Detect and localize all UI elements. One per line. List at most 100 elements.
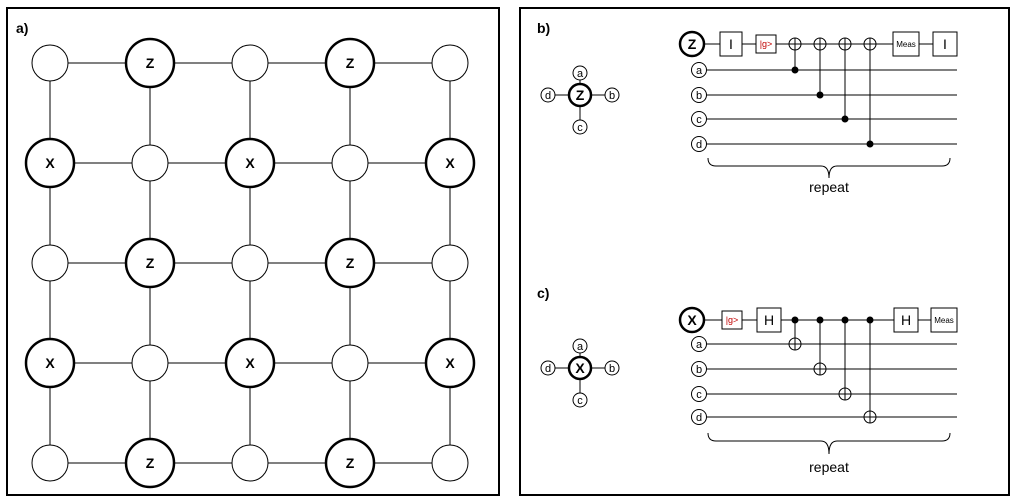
- stabilizer-label: Z: [346, 55, 355, 71]
- lattice-nodes: Z Z X X X Z Z X X X Z Z: [24, 37, 476, 489]
- x-stabilizer-node: [224, 137, 276, 189]
- repeat-brace: [707, 157, 951, 179]
- panel-c-label: c): [537, 285, 549, 301]
- ancilla-qubit-label: X: [687, 312, 697, 328]
- plaquette-qubit-top: [572, 65, 588, 81]
- panel-a: a) Z Z X X X Z Z X X X Z Z: [16, 20, 476, 489]
- ground-state-prep: [755, 34, 777, 54]
- data-qubit: [691, 111, 707, 127]
- x-stabilizer-node: [224, 337, 276, 389]
- plaquette-qubit-left: [540, 360, 556, 376]
- data-qubit-label: c: [696, 114, 702, 126]
- plaquette-qubit-left: [540, 87, 556, 103]
- plaquette-ancilla: [567, 355, 593, 381]
- data-qubit: [691, 62, 707, 78]
- data-qubit-node: [431, 444, 469, 482]
- cnot-control: [841, 316, 849, 324]
- data-qubit-node: [131, 344, 169, 382]
- data-qubit: [691, 409, 707, 425]
- plaquette-qubit-top: [572, 338, 588, 354]
- data-qubit: [691, 336, 707, 352]
- hadamard-gate-final: [893, 307, 919, 333]
- plaquette-qubit-bottom: [572, 119, 588, 135]
- plaquette-ancilla-label: X: [575, 360, 585, 376]
- stabilizer-label: X: [245, 355, 255, 371]
- cnot-control: [816, 91, 824, 99]
- plaquette-qubit-label: d: [545, 363, 551, 375]
- data-qubit-node: [31, 44, 69, 82]
- plaquette-qubit-label: b: [609, 363, 615, 375]
- data-qubit: [691, 361, 707, 377]
- data-qubit-node: [31, 444, 69, 482]
- measure-gate: [930, 307, 958, 333]
- stabilizer-label: X: [245, 155, 255, 171]
- data-qubit-label: a: [696, 65, 703, 77]
- data-qubit-node: [231, 44, 269, 82]
- data-qubit-label: b: [696, 364, 702, 376]
- cnot-control: [791, 66, 799, 74]
- plaquette-qubit-right: [604, 360, 620, 376]
- hadamard-gate-label: H: [764, 312, 774, 328]
- cnot-control: [866, 140, 874, 148]
- stabilizer-label: X: [45, 155, 55, 171]
- data-qubit-node: [31, 244, 69, 282]
- z-stabilizer-node: [324, 37, 376, 89]
- identity-gate-final: [932, 31, 958, 57]
- plaquette-qubit-label: a: [577, 341, 584, 353]
- data-qubit-node: [431, 244, 469, 282]
- identity-gate: [719, 31, 743, 57]
- z-stabilizer-node: [124, 37, 176, 89]
- data-qubit-node: [231, 444, 269, 482]
- plaquette-qubit-label: d: [545, 90, 551, 102]
- hadamard-gate: [756, 307, 782, 333]
- repeat-label: repeat: [809, 459, 849, 475]
- z-plaquette: Za b c d: [540, 65, 620, 135]
- x-stabilizer-node: [424, 337, 476, 389]
- z-stabilizer-node: [324, 237, 376, 289]
- data-qubit: [691, 87, 707, 103]
- z-stabilizer-node: [124, 437, 176, 489]
- plaquette-qubit-label: a: [577, 68, 584, 80]
- data-qubit-node: [331, 144, 369, 182]
- stabilizer-label: Z: [146, 55, 155, 71]
- stabilizer-label: X: [445, 155, 455, 171]
- data-qubit-label: b: [696, 90, 702, 102]
- stabilizer-label: Z: [146, 255, 155, 271]
- measure-gate-label: Meas: [934, 316, 954, 325]
- data-qubit-node: [431, 44, 469, 82]
- plaquette-ancilla-label: Z: [576, 87, 585, 103]
- stabilizer-label: X: [45, 355, 55, 371]
- data-qubit-label: c: [696, 389, 702, 401]
- panel-b-label: b): [537, 20, 550, 36]
- plaquette-qubit-label: b: [609, 90, 615, 102]
- stabilizer-label: X: [445, 355, 455, 371]
- x-stabilizer-node: [424, 137, 476, 189]
- data-qubit-label: d: [696, 412, 702, 424]
- stabilizer-label: Z: [346, 455, 355, 471]
- data-qubit-node: [231, 244, 269, 282]
- z-stabilizer-node: [324, 437, 376, 489]
- data-qubit-label: d: [696, 139, 702, 151]
- x-stabilizer-node: [24, 137, 76, 189]
- plaquette-qubit-label: c: [577, 122, 583, 134]
- plaquette-ancilla: [567, 82, 593, 108]
- cnot-control: [791, 316, 799, 324]
- panel-a-label: a): [16, 20, 28, 36]
- data-qubit-node: [131, 144, 169, 182]
- data-qubit-label: a: [696, 339, 703, 351]
- stabilizer-label: Z: [346, 255, 355, 271]
- stabilizer-label: Z: [146, 455, 155, 471]
- data-qubit-node: [331, 344, 369, 382]
- panel-b-c-frame: [519, 7, 1010, 496]
- repeat-label: repeat: [809, 179, 849, 195]
- measure-gate: [892, 31, 920, 57]
- cnot-control: [841, 115, 849, 123]
- ground-state-prep-label: |g>: [760, 39, 773, 49]
- measure-gate-label: Meas: [896, 40, 916, 49]
